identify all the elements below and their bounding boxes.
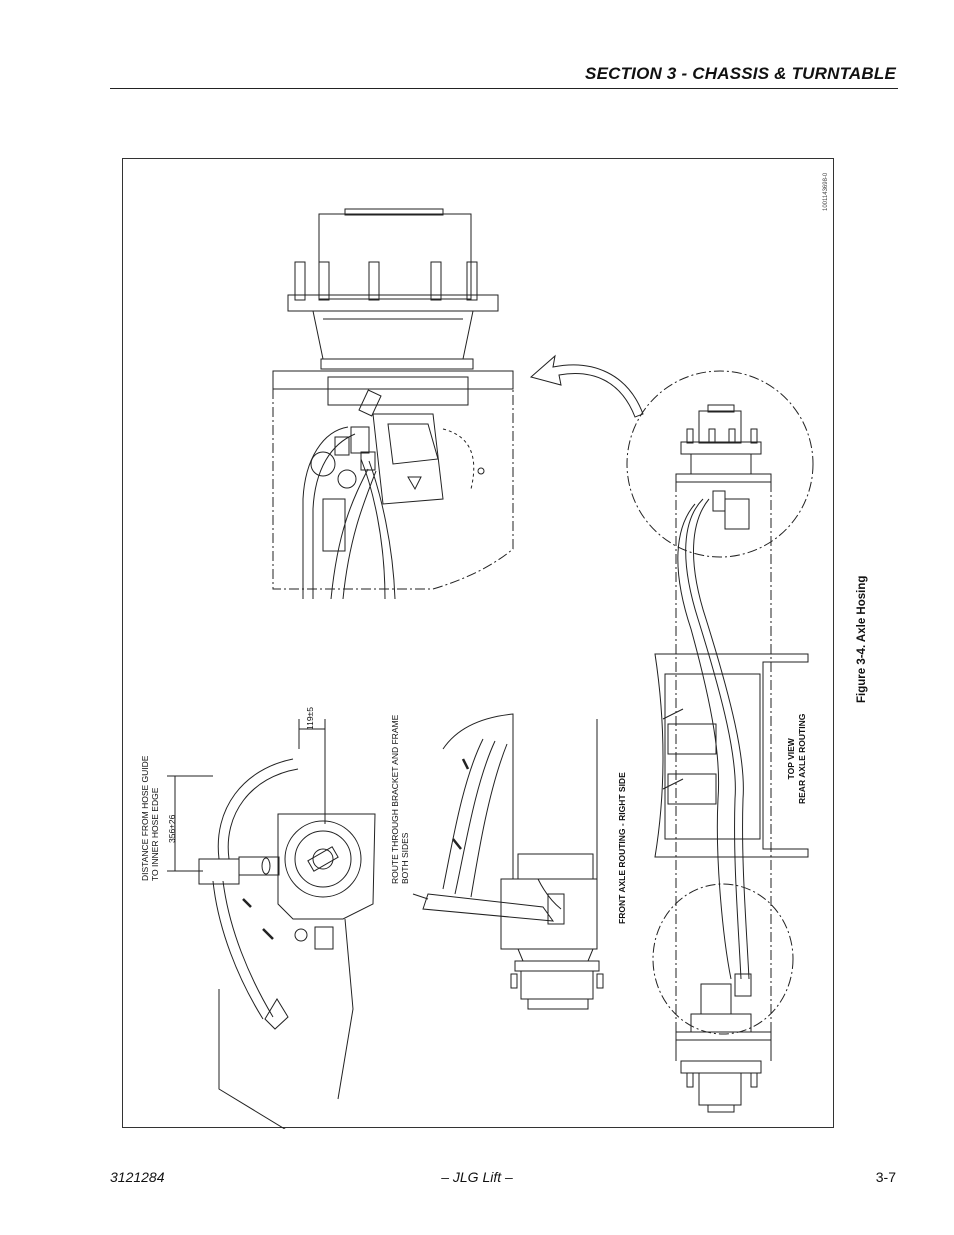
axle-hosing-drawing — [167, 208, 814, 1129]
hose-distance-label: DISTANCE FROM HOSE GUIDE TO INNER HOSE E… — [140, 755, 160, 881]
figure-frame: 1001143698-0 Figure 3-4. Axle Hosing DIS… — [122, 158, 868, 1129]
route-note-label: ROUTE THROUGH BRACKET AND FRAME BOTH SID… — [390, 714, 410, 884]
front-axle-routing-label: FRONT AXLE ROUTING - RIGHT SIDE — [617, 772, 627, 924]
dimension-356-label: 356±26 — [167, 814, 177, 843]
dimension-119-label: 119±5 — [305, 707, 315, 730]
publisher: – JLG Lift – — [441, 1169, 513, 1185]
detail-wheel-drive — [272, 208, 514, 600]
top-view-label: TOP VIEW REAR AXLE ROUTING — [786, 713, 807, 804]
front-axle-routing — [412, 713, 604, 1010]
doc-number: 3121284 — [110, 1169, 165, 1185]
drawing-id: 1001143698-0 — [823, 172, 829, 211]
hose-guide-detail — [167, 719, 376, 1129]
page-number: 3-7 — [875, 1169, 896, 1185]
header-rule — [110, 88, 898, 89]
figure-caption: Figure 3-4. Axle Hosing — [856, 575, 868, 703]
top-view-rear-axle — [626, 370, 814, 1113]
section-title: SECTION 3 - CHASSIS & TURNTABLE — [585, 64, 896, 83]
detail-arrow — [529, 354, 644, 418]
